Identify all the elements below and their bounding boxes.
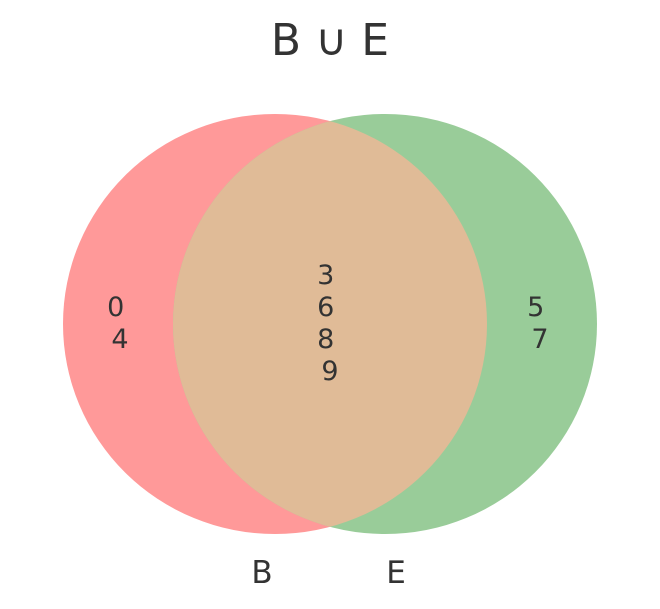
set-e-element: 7 [531, 324, 548, 355]
set-e-label: E [386, 555, 406, 591]
set-e-only-elements: 5 7 [527, 292, 553, 355]
set-e-element: 5 [527, 292, 544, 323]
intersection-element: 3 [317, 260, 334, 291]
intersection-element: 8 [317, 324, 334, 355]
intersection-element: 9 [321, 356, 338, 387]
set-b-label: B [251, 555, 272, 591]
intersection-elements: 3 6 8 9 [317, 260, 343, 387]
intersection-element: 6 [317, 292, 334, 323]
set-b-only-elements: 0 4 [107, 292, 133, 355]
set-b-element: 4 [111, 324, 128, 355]
set-b-element: 0 [107, 292, 124, 323]
diagram-title: B ∪ E [271, 15, 389, 66]
intersection-region [173, 114, 487, 534]
